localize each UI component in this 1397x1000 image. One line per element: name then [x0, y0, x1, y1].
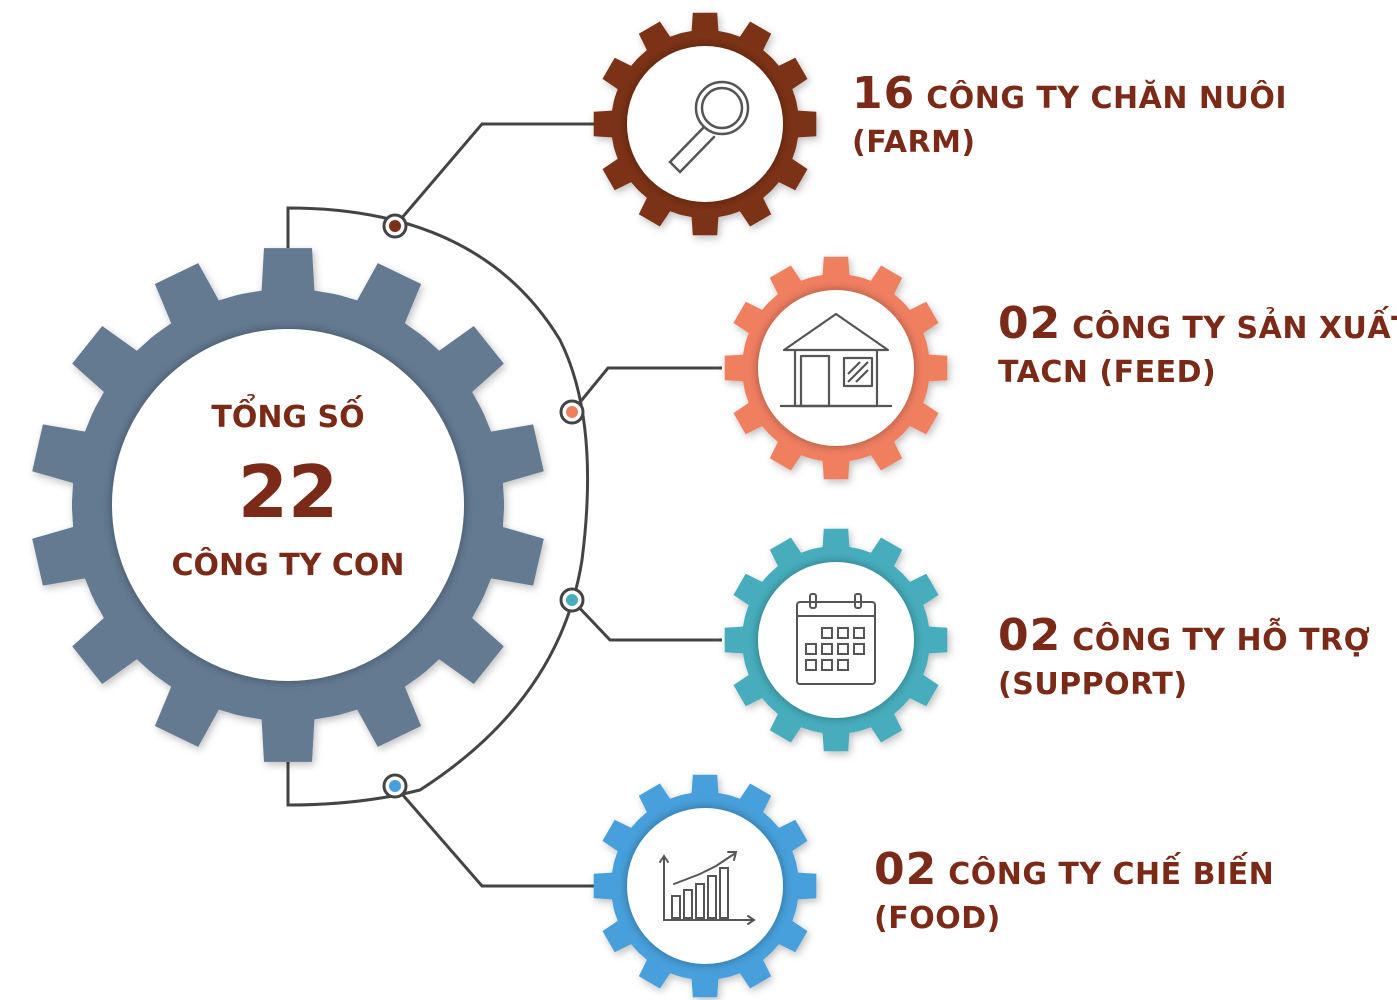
- connector-support: [570, 598, 722, 642]
- item-support: 02 CÔNG TY HỖ TRỢ (SUPPORT): [998, 614, 1370, 707]
- magnifier-icon: [668, 80, 750, 174]
- connector-node-dot: [566, 406, 578, 418]
- gear-hub: [758, 562, 914, 718]
- connector-node-dot: [389, 780, 401, 792]
- item-subtitle: (FOOD): [874, 901, 1001, 936]
- connector-node-dot: [389, 220, 401, 232]
- subsidiaries-label: CÔNG TY CON: [171, 548, 405, 583]
- item-number: 02: [998, 298, 1062, 349]
- item-farm: 16 CÔNG TY CHĂN NUÔI (FARM): [852, 72, 1287, 165]
- connector-node-dot: [566, 594, 578, 606]
- center-label: TỔNG SỐ 22 CÔNG TY CON: [168, 392, 408, 592]
- item-number: 02: [998, 610, 1062, 661]
- item-subtitle: (SUPPORT): [998, 667, 1188, 702]
- item-food: 02 CÔNG TY CHẾ BIẾN (FOOD): [874, 848, 1274, 941]
- calendar-icon: [796, 593, 876, 685]
- connector-farm: [393, 122, 595, 227]
- item-title: CÔNG TY CHĂN NUÔI: [926, 81, 1288, 116]
- feed-gear: [724, 256, 948, 480]
- item-number: 02: [874, 844, 938, 895]
- connector-food: [393, 785, 595, 888]
- item-title: CÔNG TY CHẾ BIẾN: [948, 857, 1275, 892]
- item-subtitle: (FARM): [852, 125, 976, 160]
- connector-feed: [570, 366, 722, 413]
- item-title: CÔNG TY HỖ TRỢ: [1072, 623, 1371, 658]
- gear-hub: [112, 329, 464, 681]
- center-gear: [32, 248, 544, 762]
- item-title: CÔNG TY SẢN XUẤT: [1072, 311, 1397, 346]
- house-icon: [780, 312, 892, 408]
- gear-hub: [627, 46, 783, 202]
- item-number: 16: [852, 68, 916, 119]
- support-gear: [724, 528, 948, 752]
- total-label: TỔNG SỐ: [211, 400, 365, 435]
- item-subtitle: TACN (FEED): [998, 355, 1217, 390]
- item-feed: 02 CÔNG TY SẢN XUẤT TACN (FEED): [998, 302, 1397, 395]
- bar-chart-icon: [659, 851, 756, 925]
- farm-gear: [593, 12, 817, 236]
- total-number: 22: [237, 450, 339, 534]
